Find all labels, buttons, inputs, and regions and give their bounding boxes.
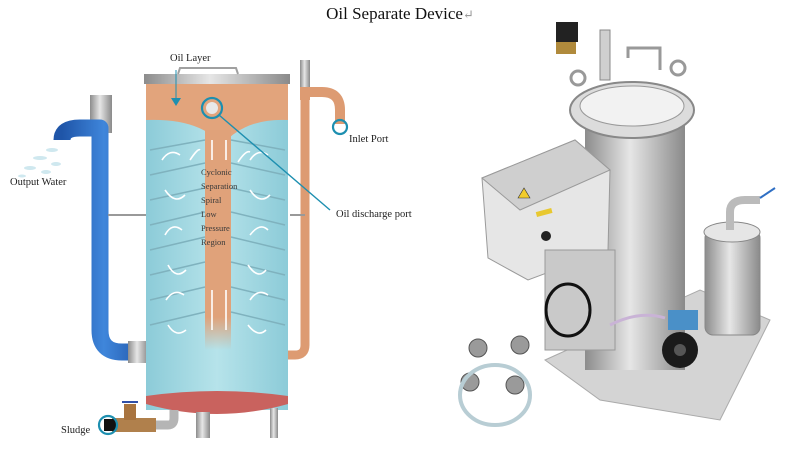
flow-arrows <box>161 140 271 334</box>
cone-baffles <box>149 139 286 326</box>
center-text-line: Spiral <box>201 195 222 205</box>
inlet-port-label: Inlet Port <box>349 134 389 145</box>
page-title: Oil Separate Device↵ <box>0 4 800 24</box>
sludge-valve <box>112 418 156 432</box>
sludge-ring <box>97 414 119 436</box>
oil-discharge-leader <box>218 114 331 211</box>
title-text: Oil Separate Device <box>326 4 463 23</box>
device-photo <box>458 22 776 427</box>
center-text-line: Cyclonic <box>201 167 232 177</box>
center-text-line: Low <box>201 209 217 219</box>
oil-discharge-port-label: Oil discharge port <box>336 209 412 220</box>
center-text-line: Region <box>201 237 226 247</box>
sludge-layer <box>146 391 288 414</box>
oil-layer <box>146 84 288 145</box>
center-text-line: Separation <box>201 181 238 191</box>
oil-discharge-ring <box>200 96 224 120</box>
tank-lid <box>144 74 290 84</box>
inlet-pipe <box>300 87 345 124</box>
center-text-line: Pressure <box>201 223 230 233</box>
inlet-port-ring <box>331 118 349 136</box>
output-water-pipe <box>53 119 146 361</box>
paragraph-mark: ↵ <box>462 7 474 22</box>
inlet-steel-pipe <box>300 60 310 100</box>
water-spray <box>18 148 61 178</box>
output-water-label: Output Water <box>10 177 67 188</box>
sludge-label: Sludge <box>61 425 91 436</box>
arrow-down-icon <box>171 98 181 106</box>
callout-rings <box>97 96 349 436</box>
oil-layer-label: Oil Layer <box>170 53 211 64</box>
